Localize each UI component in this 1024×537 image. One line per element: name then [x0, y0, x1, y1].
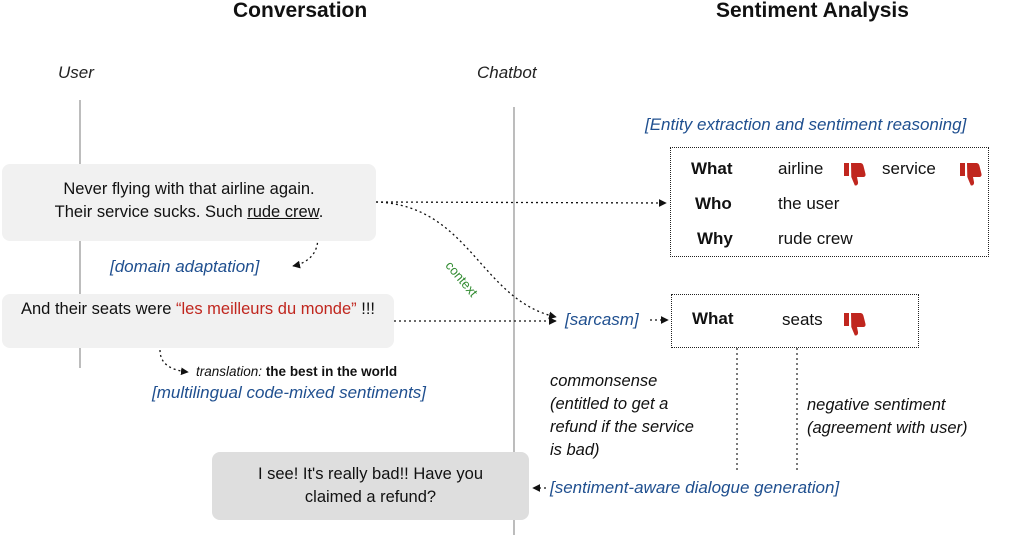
user-message-2-exclaim: !!! — [356, 300, 375, 318]
arrow-user1-entity — [375, 199, 667, 207]
entity-who-value: the user — [778, 194, 840, 213]
entity-what-key: What — [691, 159, 733, 178]
user-role-label: User — [58, 63, 94, 82]
chatbot-message-line1: I see! It's really bad!! Have you — [257, 465, 484, 483]
sarcasm-what-seats: seats — [782, 310, 823, 329]
conversation-heading: Conversation — [233, 0, 368, 22]
multilingual-tag: [multilingual code-mixed sentiments] — [152, 383, 427, 402]
arrow-context — [375, 201, 557, 320]
sarcasm-box — [671, 294, 919, 348]
chatbot-message: I see! It's really bad!! Have you claime… — [212, 452, 529, 520]
translation-text: the best in the world — [265, 364, 398, 379]
entity-who-key: Who — [695, 194, 732, 213]
user-message-1-line1: Never flying with that airline again. — [63, 180, 315, 198]
rude-crew-underlined: rude crew — [247, 203, 319, 221]
entity-what-airline: airline — [778, 159, 824, 178]
thumbs-down-icon — [842, 311, 866, 337]
user-message-2-text: And their seats were — [21, 300, 176, 318]
negative-sentiment-note: negative sentiment (agreement with user) — [807, 394, 967, 440]
arrow-user1-domain — [292, 227, 319, 269]
thumbs-down-icon — [958, 161, 982, 187]
chatbot-message-line2: claimed a refund? — [304, 488, 437, 506]
translation-label: translation: — [196, 364, 263, 379]
sarcasm-what-key: What — [692, 309, 734, 328]
commonsense-line-3: refund if the service — [550, 418, 694, 436]
user-message-2: And their seats were “les meilleurs du m… — [2, 294, 394, 348]
entity-box — [670, 147, 989, 257]
dialogue-generation-tag: [sentiment-aware dialogue generation] — [550, 478, 840, 497]
commonsense-line-2: (entitled to get a — [550, 395, 669, 413]
entity-why-key: Why — [697, 229, 733, 248]
user-message-1: Never flying with that airline again. Th… — [2, 164, 376, 241]
sarcasm-tag: [sarcasm] — [565, 310, 639, 329]
sentiment-analysis-heading: Sentiment Analysis — [716, 0, 909, 22]
thumbs-down-icon — [842, 161, 866, 187]
commonsense-note: commonsense (entitled to get a refund if… — [550, 370, 694, 462]
user-message-1-line2: Their service sucks. Such rude crew. — [2, 201, 376, 224]
entity-extraction-tag: [Entity extraction and sentiment reasoni… — [645, 115, 967, 134]
chatbot-role-label: Chatbot — [477, 63, 537, 82]
user-message-1-text: Their service sucks. Such — [54, 203, 248, 221]
entity-what-service: service — [882, 159, 936, 178]
translation-note: translation: the best in the world — [196, 364, 397, 379]
commonsense-line-4: is bad) — [550, 441, 600, 459]
arrow-translation — [159, 349, 189, 376]
commonsense-line-1: commonsense — [550, 372, 658, 390]
code-mixed-quote: “les meilleurs du monde” — [176, 300, 357, 318]
negative-line-2: (agreement with user) — [807, 419, 968, 437]
entity-why-value: rude crew — [778, 229, 853, 248]
user-message-1-period: . — [318, 203, 324, 221]
negative-line-1: negative sentiment — [807, 396, 946, 414]
domain-adaptation-tag: [domain adaptation] — [110, 257, 260, 276]
